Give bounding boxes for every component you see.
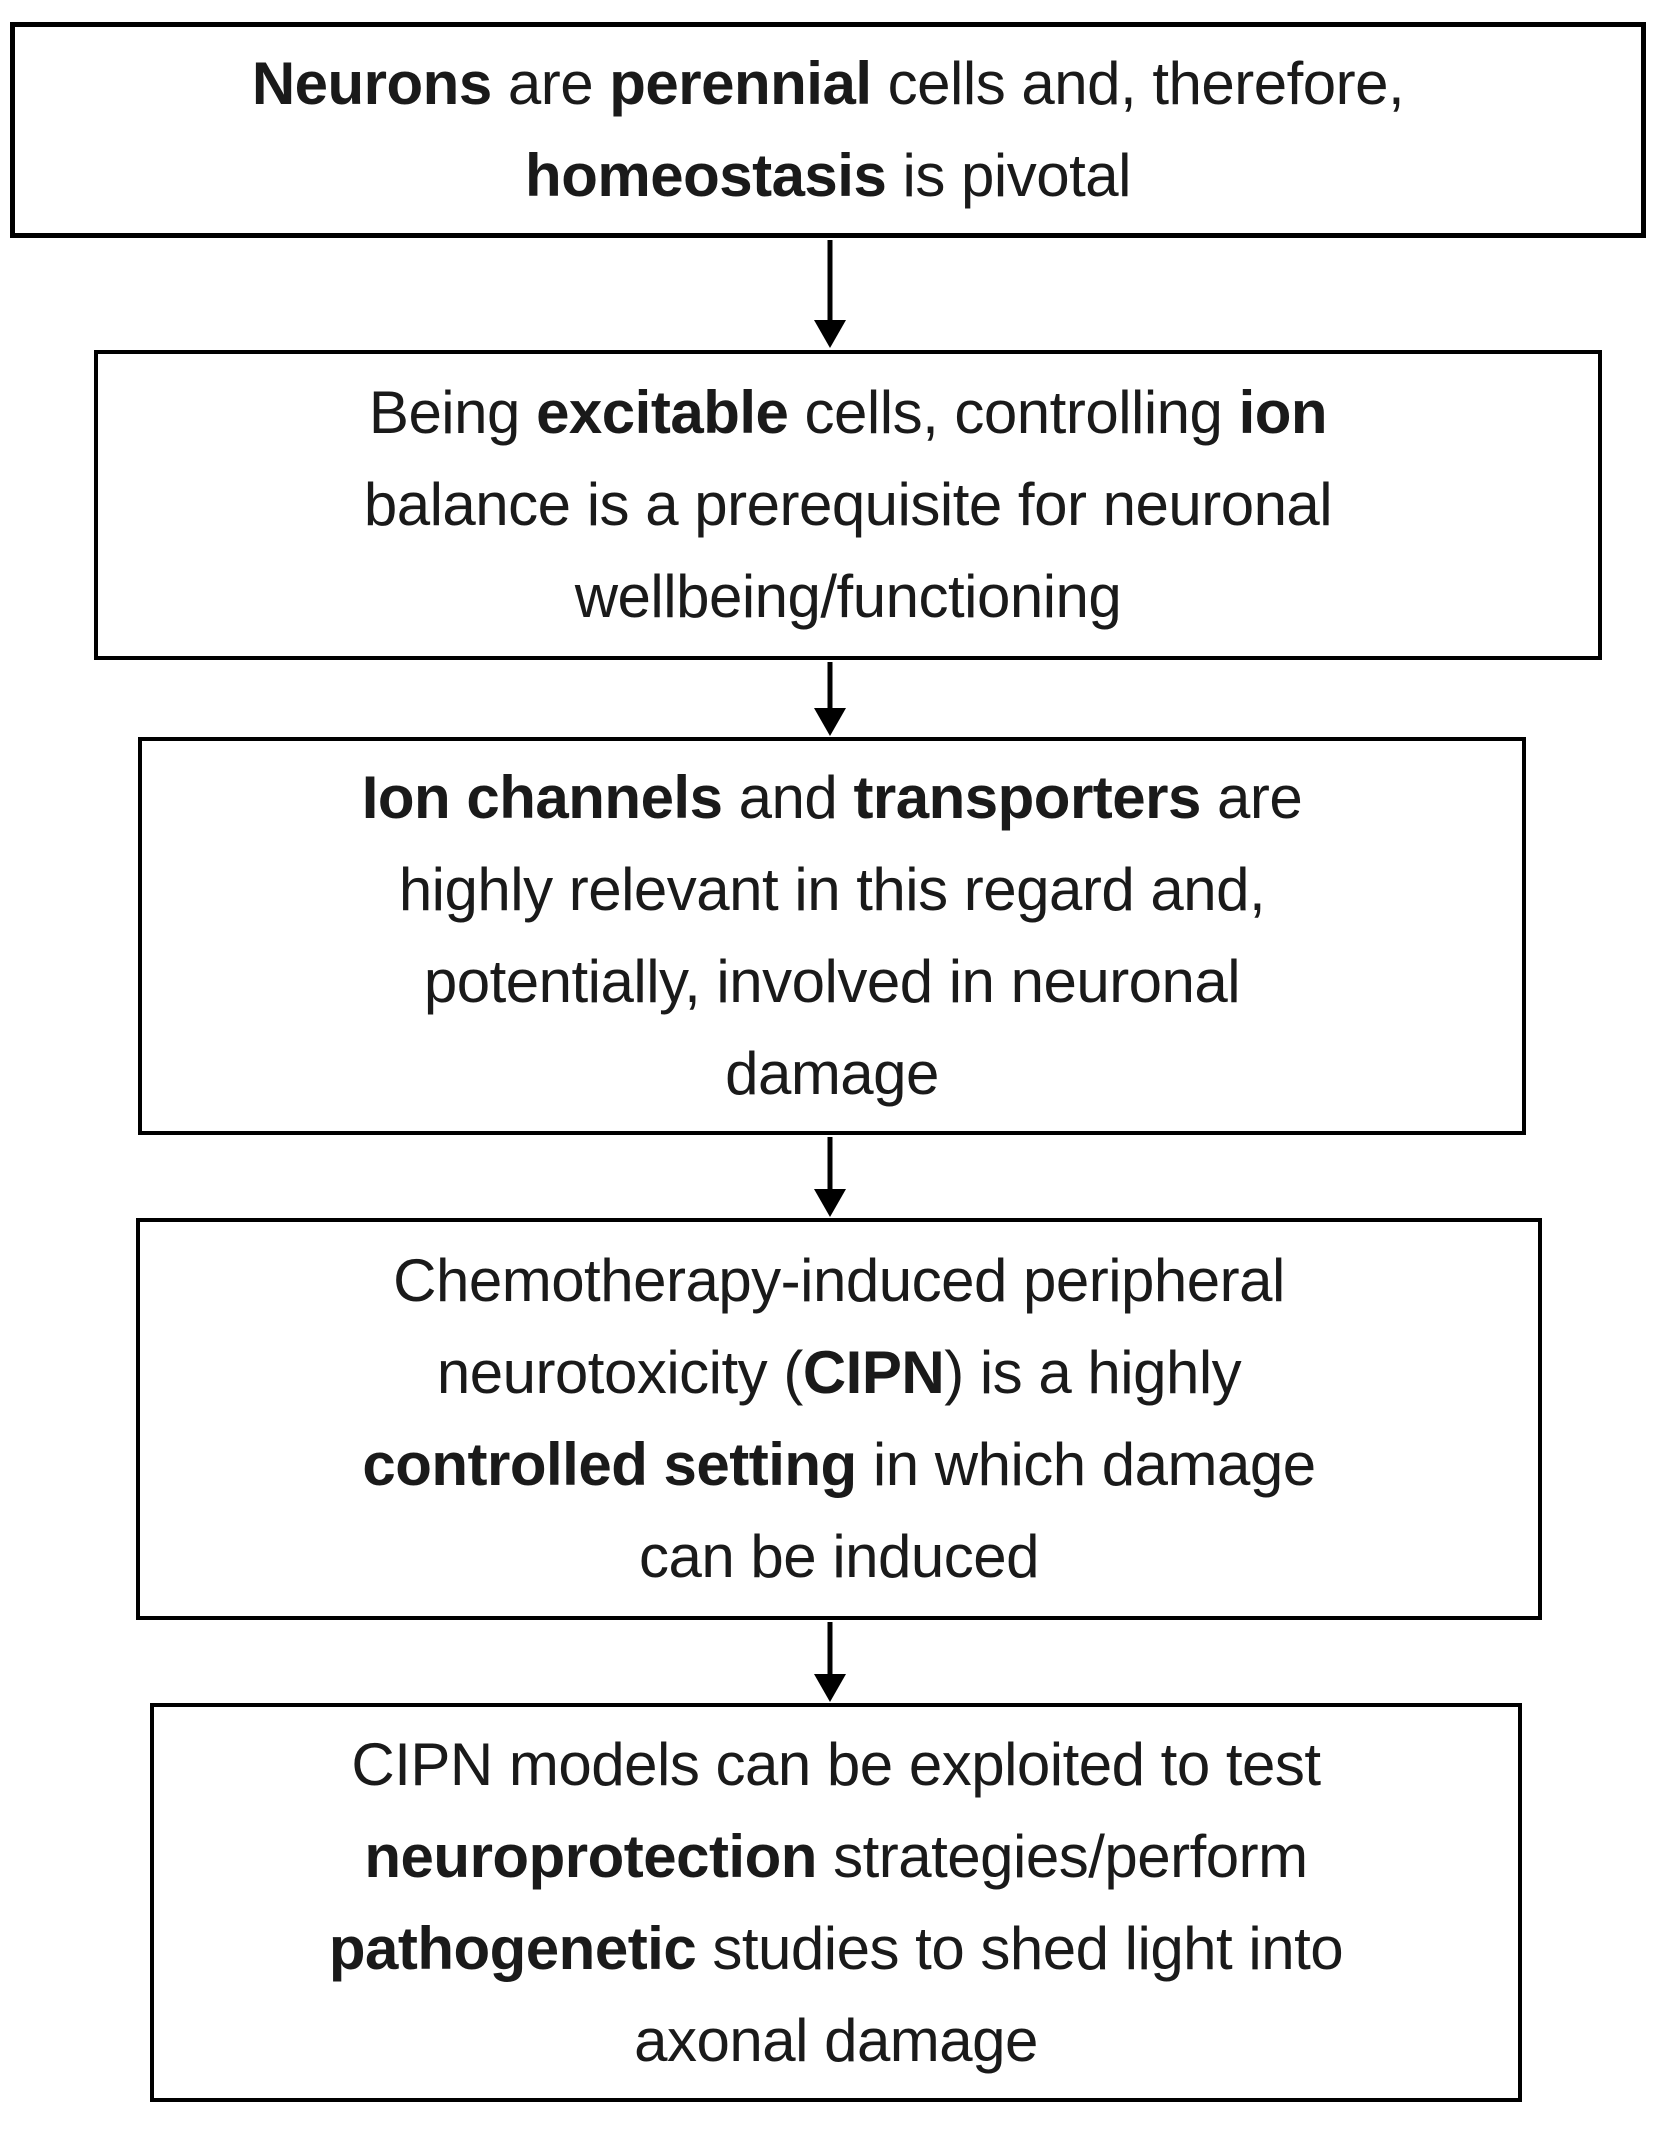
- flow-box-line: axonal damage: [634, 1995, 1038, 2087]
- bold-text-segment: excitable: [536, 379, 789, 446]
- text-segment: strategies/perform: [816, 1822, 1308, 1890]
- text-segment: axonal damage: [634, 2006, 1038, 2074]
- text-segment: are: [1200, 764, 1303, 831]
- flow-box-line: potentially, involved in neuronal: [423, 936, 1241, 1028]
- flow-box-line: neurotoxicity (CIPN) is a highly: [436, 1327, 1242, 1419]
- flow-box-line: Neurons are perennial cells and, therefo…: [251, 38, 1405, 130]
- text-segment: studies to shed light into: [696, 1914, 1344, 1982]
- bold-text-segment: perennial: [609, 50, 872, 117]
- text-segment: cells, controlling: [788, 379, 1239, 446]
- bold-text-segment: ion: [1238, 379, 1328, 446]
- text-segment: can be induced: [639, 1523, 1040, 1590]
- text-segment: damage: [725, 1040, 939, 1107]
- flow-box-line: CIPN models can be exploited to test: [351, 1719, 1321, 1811]
- text-segment: highly relevant in this regard and,: [398, 856, 1266, 923]
- text-segment: cells and, therefore,: [871, 50, 1405, 117]
- bold-text-segment: transporters: [853, 764, 1201, 831]
- down-arrow-icon: [814, 1137, 846, 1217]
- bold-text-segment: Neurons: [251, 50, 492, 117]
- text-segment: potentially, involved in neuronal: [423, 948, 1241, 1015]
- flow-box-line: wellbeing/functioning: [575, 551, 1122, 643]
- down-arrow-icon: [814, 662, 846, 736]
- text-segment: Chemotherapy-induced peripheral: [393, 1247, 1285, 1314]
- flow-box-excitable-ion-balance: Being excitable cells, controlling ion ba…: [94, 350, 1602, 660]
- flow-box-line: can be induced: [639, 1511, 1040, 1603]
- down-arrow-icon: [814, 1622, 846, 1702]
- flow-box-line: homeostasis is pivotal: [525, 130, 1131, 222]
- text-segment: wellbeing/functioning: [574, 563, 1122, 630]
- flow-box-line: neuroprotection strategies/perform: [364, 1811, 1308, 1903]
- bold-text-segment: Ion channels: [361, 764, 723, 831]
- bold-text-segment: neuroprotection: [364, 1822, 817, 1890]
- text-segment: is pivotal: [886, 142, 1132, 209]
- text-segment: CIPN models can be exploited to test: [351, 1730, 1321, 1798]
- text-segment: balance is a prerequisite for neuronal: [363, 471, 1333, 538]
- bold-text-segment: CIPN: [802, 1339, 945, 1406]
- flow-box-cipn-models-neuroprotection: CIPN models can be exploited to test neur…: [150, 1703, 1522, 2102]
- bold-text-segment: controlled setting: [362, 1431, 857, 1498]
- down-arrow-icon: [814, 240, 846, 348]
- flow-box-line: pathogenetic studies to shed light into: [328, 1903, 1344, 1995]
- flow-box-cipn-controlled-setting: Chemotherapy-induced peripheral neurotoxi…: [136, 1218, 1542, 1620]
- text-segment: Being: [368, 379, 537, 446]
- bold-text-segment: pathogenetic: [328, 1914, 697, 1982]
- text-segment: ) is a highly: [944, 1339, 1242, 1406]
- text-segment: are: [491, 50, 610, 117]
- flow-box-line: Ion channels and transporters are: [362, 752, 1303, 844]
- flow-box-line: highly relevant in this regard and,: [398, 844, 1266, 936]
- flow-box-line: controlled setting in which damage: [362, 1419, 1316, 1511]
- flow-box-ion-channels-transporters: Ion channels and transporters are highly …: [138, 737, 1526, 1135]
- text-segment: neurotoxicity (: [436, 1339, 803, 1406]
- bold-text-segment: homeostasis: [525, 142, 887, 209]
- flow-box-line: Being excitable cells, controlling ion: [368, 367, 1328, 459]
- flow-box-line: balance is a prerequisite for neuronal: [363, 459, 1333, 551]
- flow-box-neurons-homeostasis: Neurons are perennial cells and, therefo…: [10, 22, 1646, 238]
- text-segment: in which damage: [856, 1431, 1316, 1498]
- flow-box-line: Chemotherapy-induced peripheral: [393, 1235, 1285, 1327]
- text-segment: and: [722, 764, 854, 831]
- flow-box-line: damage: [725, 1028, 939, 1120]
